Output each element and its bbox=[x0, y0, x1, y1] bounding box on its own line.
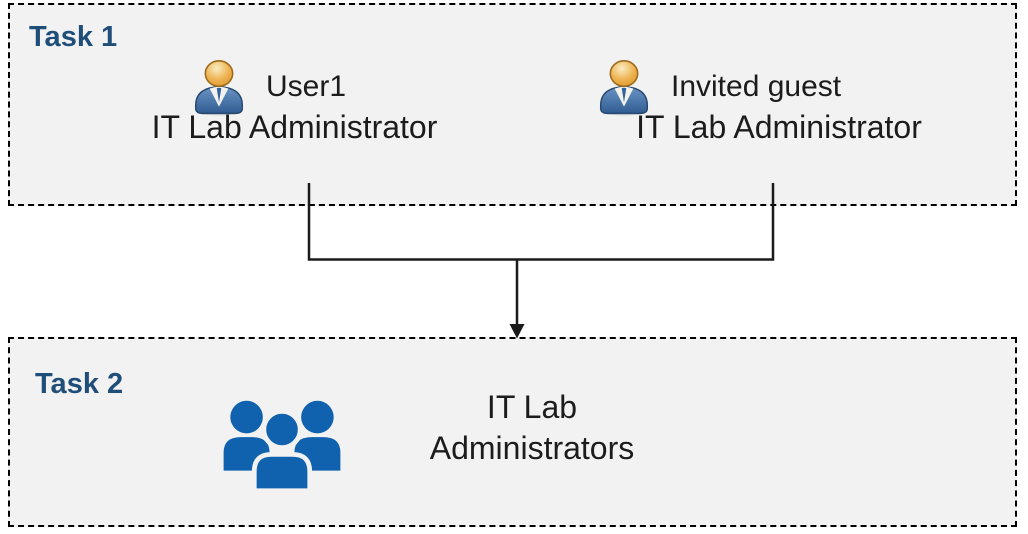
user-role: IT Lab Administrator bbox=[151, 109, 438, 145]
task2-box: Task 2 IT Lab Administrators bbox=[8, 337, 1017, 527]
user-role: IT Lab Administrator bbox=[636, 109, 922, 145]
user-name: User1 bbox=[266, 70, 347, 103]
person-icon bbox=[595, 58, 653, 116]
task1-box: Task 1 User1 IT Lab Administrator bbox=[8, 3, 1017, 206]
user-card-invited-guest: Invited guest bbox=[595, 58, 841, 116]
user-card-user1: User1 bbox=[190, 58, 346, 116]
people-group-icon bbox=[215, 391, 349, 494]
task2-label: Task 2 bbox=[35, 368, 124, 400]
person-icon bbox=[190, 58, 248, 116]
task1-label: Task 1 bbox=[29, 21, 118, 53]
user-name: Invited guest bbox=[671, 70, 842, 103]
group-name: IT Lab Administrators bbox=[429, 389, 635, 466]
